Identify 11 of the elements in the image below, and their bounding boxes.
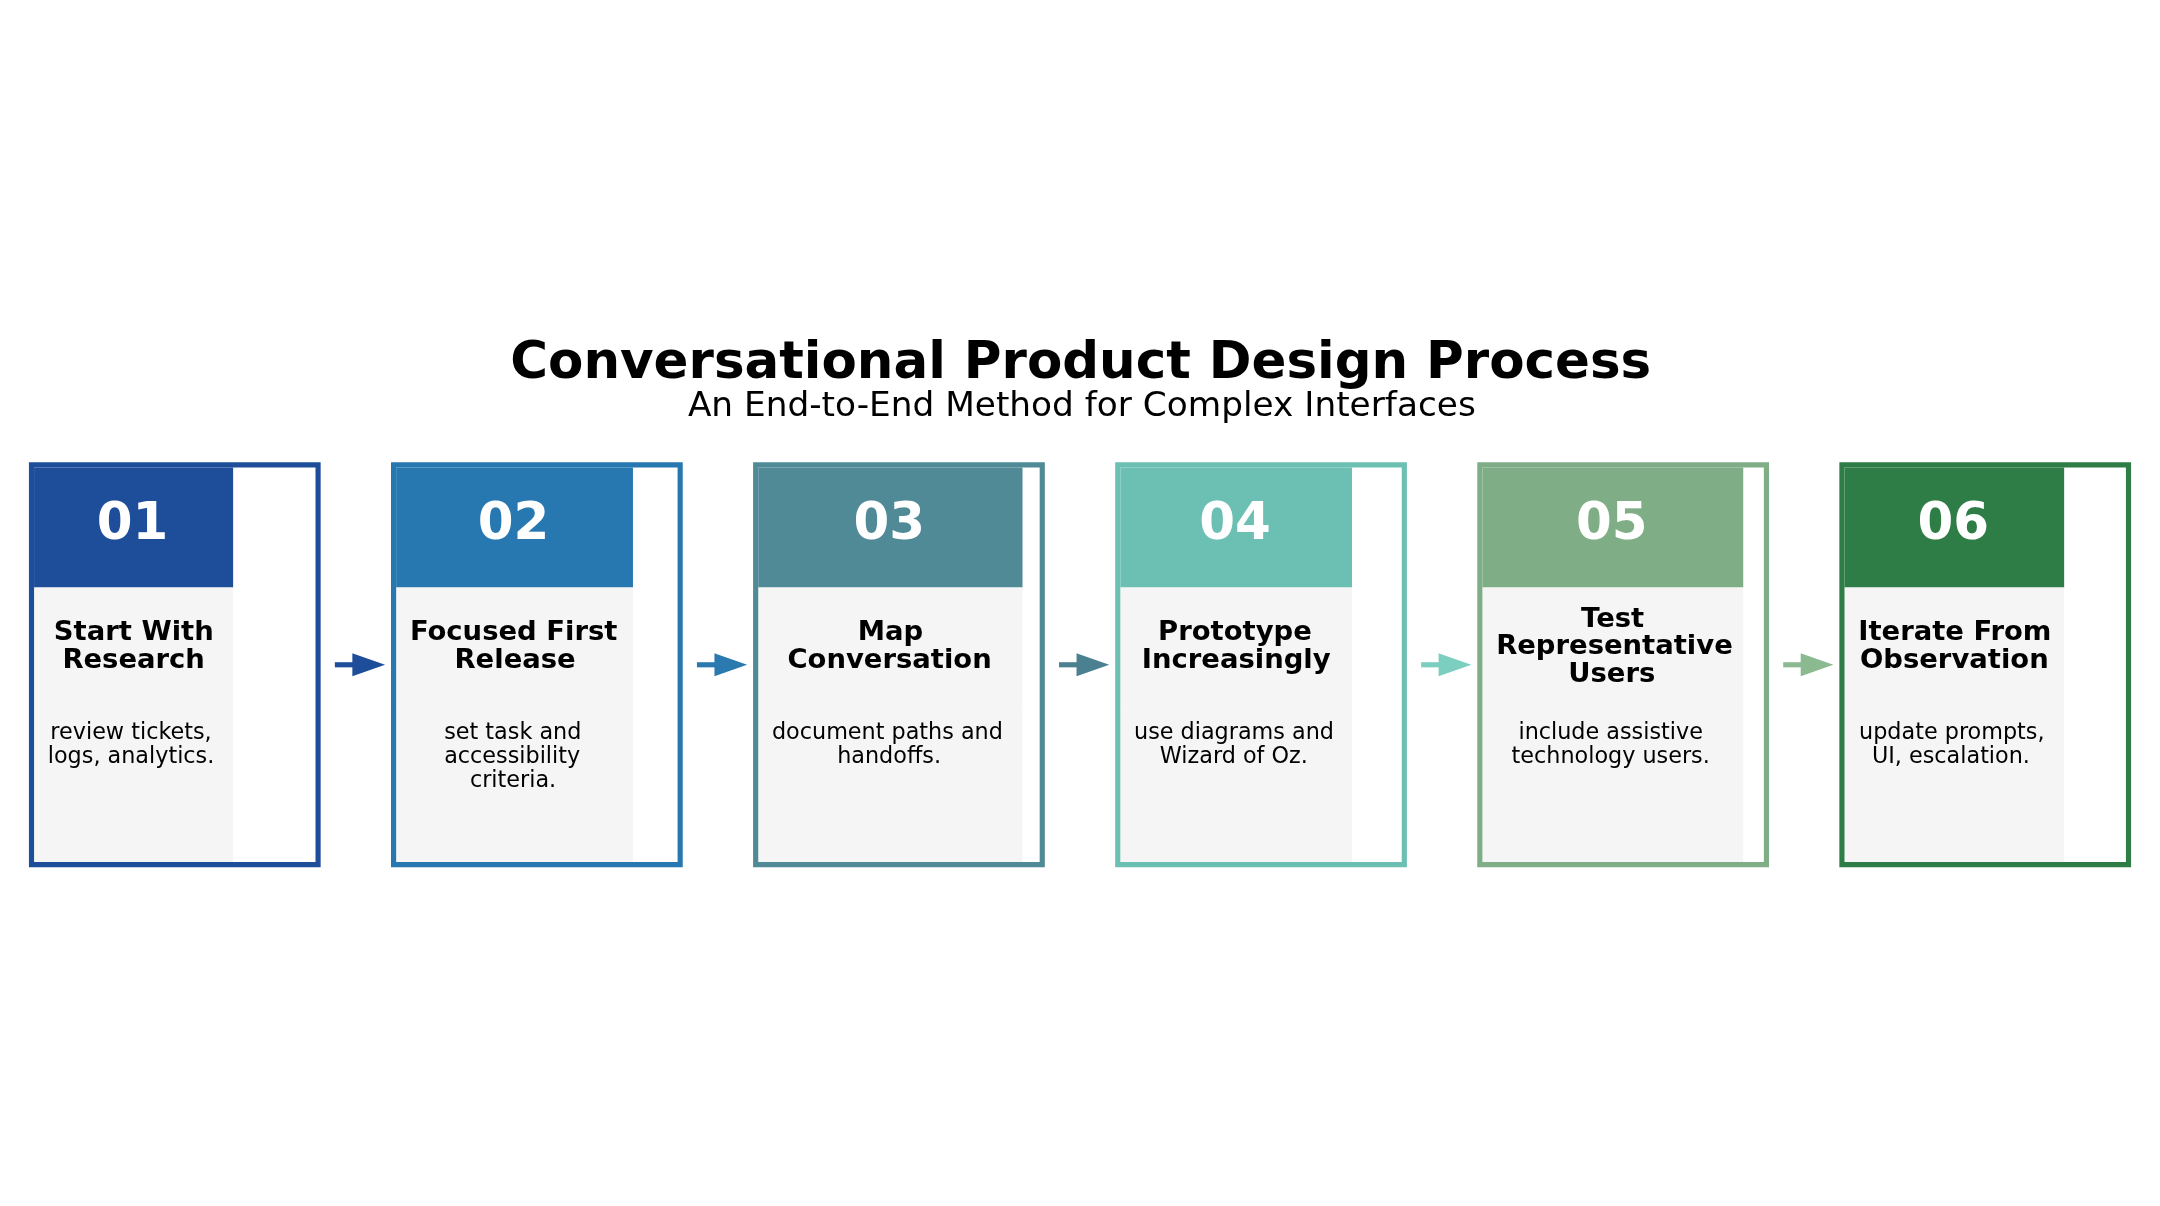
arrow [696, 653, 748, 677]
node-box: 04 Prototype Increasingly use diagrams and Wizard of Oz. [1115, 462, 1407, 868]
arrow [334, 653, 386, 677]
node-box: 03 Map Conversation document paths and handoffs. [753, 462, 1045, 868]
arrow [1059, 653, 1110, 677]
arrow [1421, 653, 1472, 677]
arrow [1783, 653, 1834, 677]
node-box: 05 Test Representative Users include assistive technology users. [1477, 462, 1769, 868]
node-box: 01 Start With Research review tickets, logs, analytics. [28, 462, 321, 868]
node-box: 02 Focused First Release set task and accessibility criteria. [391, 462, 683, 868]
node-box: 06 Iterate From Observation update prompts, UI, escalation. [1839, 462, 2132, 868]
